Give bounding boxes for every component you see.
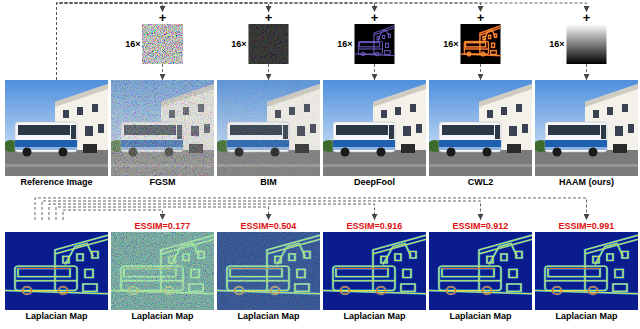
scale-factor: 16× [329,38,353,50]
deepfool-image [321,80,426,176]
scale-factor: 16× [435,38,459,50]
laplacian-map-node: ESSIM=0.177Laplacian Map [111,220,214,322]
image-caption: CWL2 [429,176,532,188]
dashed-connector [57,3,163,80]
dashed-connector [56,207,269,220]
plus-sign: + [461,12,501,24]
haam-image [533,80,638,176]
dashed-connector [162,64,163,80]
bim-noise [217,80,320,176]
cwl2-perturbation [461,26,501,56]
dashed-connector [57,3,587,80]
cwl2-perturbation-accent [461,26,501,56]
essim-score: ESSIM=0.916 [323,220,426,232]
image-caption: Reference Image [5,176,108,188]
bim-laplacian-noise [217,232,320,310]
perturbation-node: +16× [117,12,183,64]
fgsm-image [109,80,214,176]
dashed-connector [374,64,375,80]
fgsm-noise [111,80,214,176]
deepfool-perturbation [355,26,395,56]
bim-image [215,80,320,176]
image-caption: Laplacian Map [535,310,638,322]
scale-factor: 16× [117,38,141,50]
perturbation-node: +16× [223,12,289,64]
deepfool-perturbation-bg [355,24,395,64]
deepfool-perturbation-accent [355,26,395,56]
image-caption: Laplacian Map [429,310,532,322]
dashed-connector [63,210,163,220]
perturbation-node: +16× [329,12,395,64]
image-caption: Laplacian Map [217,310,320,322]
laplacian-map-node: ESSIM=0.912Laplacian Map [429,220,532,322]
essim-score: ESSIM=0.912 [429,220,532,232]
haam-laplacian [535,232,638,310]
image-node: DeepFool [323,80,426,188]
image-node: Reference Image [5,80,108,188]
image-node: CWL2 [429,80,532,188]
scale-factor: 16× [541,38,565,50]
laplacian-map-node: Laplacian Map [5,220,108,322]
cwl2-perturbation-bg [461,24,501,64]
haam-perturbation [567,24,607,64]
image-node: HAAM (ours) [535,80,638,188]
fgsm-laplacian [111,232,214,310]
dashed-connector [42,201,481,220]
cwl2-laplacian [429,232,532,310]
image-caption: Laplacian Map [323,310,426,322]
bim-perturbation [249,24,289,64]
dashed-connector [268,64,269,80]
plus-sign: + [355,12,395,24]
dashed-connector [57,3,269,80]
laplacian-map-node: ESSIM=0.916Laplacian Map [323,220,426,322]
dashed-connector [480,64,481,80]
dashed-connector [35,198,587,220]
image-caption: BIM [217,176,320,188]
cwl2-image [427,80,532,176]
image-caption: Laplacian Map [111,310,214,322]
bim-laplacian [217,232,320,310]
plus-sign: + [567,12,607,24]
dashed-connector [49,204,375,220]
deepfool-laplacian [323,232,426,310]
reference-image [3,80,108,176]
image-caption: Laplacian Map [5,310,108,322]
dashed-connector [57,3,375,80]
plus-sign: + [143,12,183,24]
perturbation-node: +16× [541,12,607,64]
plus-sign: + [249,12,289,24]
reference-laplacian [5,232,108,310]
dashed-connector [586,64,587,80]
essim-score: ESSIM=0.504 [217,220,320,232]
fgsm-perturbation [143,24,183,64]
essim-score: ESSIM=0.991 [535,220,638,232]
laplacian-map-node: ESSIM=0.991Laplacian Map [535,220,638,322]
image-node: FGSM [111,80,214,188]
image-caption: FGSM [111,176,214,188]
dashed-connector [57,3,481,80]
bim-perturbation-bg [249,24,289,64]
laplacian-map-node: ESSIM=0.504Laplacian Map [217,220,320,322]
fgsm-laplacian-noise [111,232,214,310]
scale-factor: 16× [223,38,247,50]
image-node: BIM [217,80,320,188]
image-caption: HAAM (ours) [535,176,638,188]
image-caption: DeepFool [323,176,426,188]
essim-score: ESSIM=0.177 [111,220,214,232]
perturbation-node: +16× [435,12,501,64]
